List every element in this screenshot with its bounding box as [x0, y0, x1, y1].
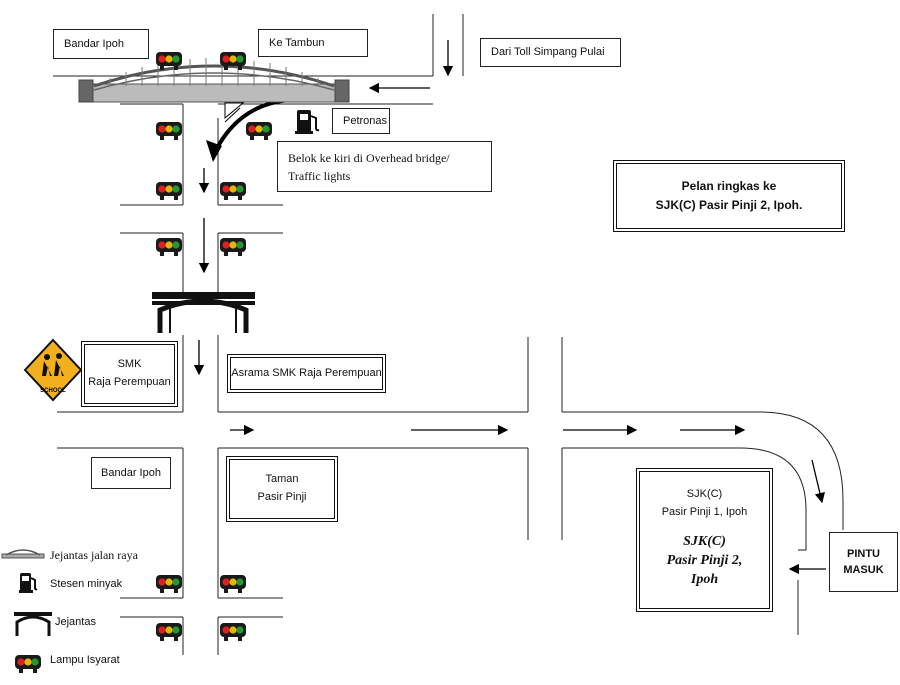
traffic-light-icon	[246, 122, 272, 140]
label-taman-pasir-pinji: Taman Pasir Pinji	[226, 456, 338, 522]
map-title-line2: SJK(C) Pasir Pinji 2, Ipoh.	[655, 198, 803, 212]
legend-traffic-light-icon	[15, 655, 41, 673]
legend-bridge-icon	[14, 612, 52, 636]
direction-arrows	[193, 40, 826, 575]
instruction-box: Belok ke kiri di Overhead bridge/ Traffi…	[277, 141, 492, 192]
label-pintu-masuk: PINTU MASUK	[829, 532, 898, 592]
traffic-light-icon	[220, 575, 246, 593]
label-smk-raja-perempuan: SMK Raja Perempuan	[81, 341, 178, 407]
traffic-light-icon	[156, 122, 182, 140]
overhead-bridge-icon	[78, 58, 350, 103]
map-title-box: Pelan ringkas ke SJK(C) Pasir Pinji 2, I…	[613, 160, 845, 232]
label-bandar-ipoh-bottom: Bandar Ipoh	[91, 457, 171, 489]
label-ke-tambun: Ke Tambun	[258, 29, 368, 57]
legend-overhead-bridge-label: Jejantas jalan raya	[50, 548, 138, 562]
traffic-light-icon	[156, 623, 182, 641]
destination-school-box: SJK(C) Pasir Pinji 1, Ipoh SJK(C) Pasir …	[636, 468, 773, 612]
bridge-icon	[152, 292, 255, 333]
road-lines	[53, 14, 844, 655]
svg-text:SCHOOL: SCHOOL	[40, 388, 66, 394]
traffic-light-icon	[156, 182, 182, 200]
legend-bridge-label: Jejantas	[55, 616, 96, 628]
traffic-light-icon	[220, 623, 246, 641]
petrol-pump-icon	[295, 110, 320, 134]
label-asrama: Asrama SMK Raja Perempuan	[227, 354, 386, 393]
legend-petrol-station-label: Stesen minyak	[50, 578, 123, 590]
label-petronas: Petronas	[332, 108, 390, 134]
traffic-light-icon	[220, 238, 246, 256]
legend-petrol-pump-icon	[19, 573, 38, 593]
label-dari-toll: Dari Toll Simpang Pulai	[480, 38, 621, 67]
map-title-line1: Pelan ringkas ke	[681, 178, 777, 193]
school-sign-icon: SCHOOL	[23, 338, 83, 402]
destination-name: SJK(C) Pasir Pinji 2, Ipoh	[666, 534, 743, 587]
traffic-light-icon	[156, 238, 182, 256]
label-bandar-ipoh-top: Bandar Ipoh	[53, 29, 149, 59]
legend-overhead-bridge-icon	[1, 549, 45, 559]
sjkc1-line2: Pasir Pinji 1, Ipoh	[661, 505, 748, 518]
traffic-light-icon	[220, 182, 246, 200]
traffic-light-icon	[156, 575, 182, 593]
legend-traffic-lights-label: Lampu Isyarat	[50, 654, 120, 666]
sjkc1-line1: SJK(C)	[686, 488, 723, 500]
